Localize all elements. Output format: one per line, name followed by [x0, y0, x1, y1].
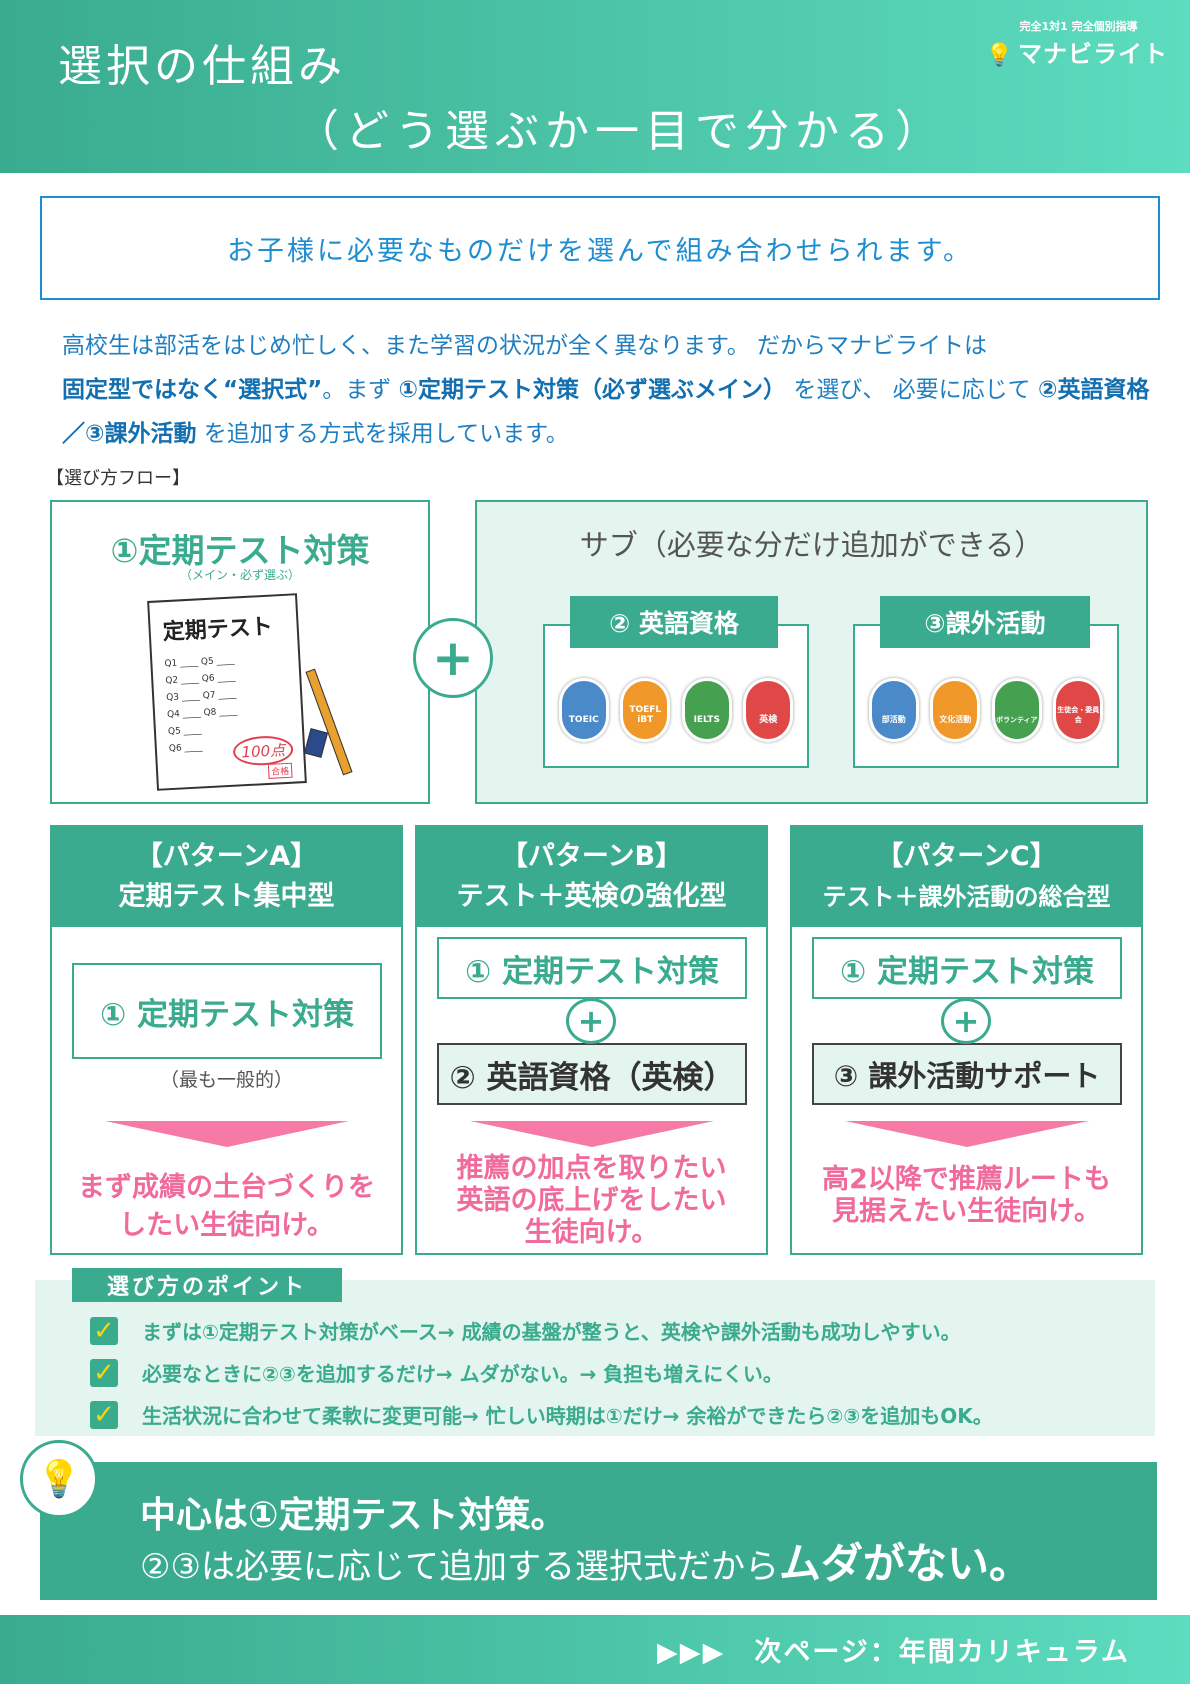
club-badge: 部活動: [868, 678, 919, 742]
down-arrow-icon: [470, 1121, 714, 1147]
target-line: 生徒向け。: [524, 1217, 659, 1248]
plus-icon: +: [413, 618, 493, 698]
course-box: ① 定期テスト対策: [812, 937, 1122, 999]
plus-icon: +: [566, 998, 616, 1044]
eiken-badge: 英検: [743, 678, 794, 742]
intro-bold: ②英語資格／③課外活動: [62, 377, 1150, 447]
page-title: 選択の仕組み: [58, 41, 346, 92]
intro-text-part: を追加する方式を採用しています。: [196, 421, 569, 447]
point-item: ✓ 必要なときに②③を追加するだけ→ ムダがない。→ 負担も増えにくい。: [90, 1358, 783, 1387]
next-page-link[interactable]: ▶▶▶ 次ページ：年間カリキュラム: [0, 1615, 1190, 1684]
plus-icon: +: [941, 998, 991, 1044]
target-line: まず成績の土台づくりを: [78, 1172, 375, 1203]
pattern-label: 【パターンB】: [500, 841, 683, 872]
main-course-subtitle: （メイン・必ず選ぶ）: [179, 568, 300, 582]
toefl-badge: TOEFL iBT: [620, 678, 671, 742]
intro-line: 高校生は部活をはじめ忙しく、また学習の状況が全く異なります。 だからマナビライト…: [62, 333, 988, 359]
course-box: ① 定期テスト対策: [72, 963, 382, 1059]
intro-text-part: 。まず: [322, 377, 399, 403]
pattern-label: 【パターンA】: [135, 841, 318, 872]
pattern-a-card: 【パターンA】定期テスト集中型 ① 定期テスト対策 （最も一般的） まず成績の土…: [50, 825, 403, 1255]
extracurricular-box: 部活動 文化活動 ボランティア 生徒会・委員会: [853, 624, 1119, 768]
student-council-badge: 生徒会・委員会: [1053, 678, 1104, 742]
target-line: 高2以降で推薦ルートも: [822, 1164, 1111, 1195]
points-section: [35, 1280, 1155, 1436]
points-title: 選び方のポイント: [72, 1268, 342, 1302]
flow-label: 【選び方フロー】: [46, 468, 190, 489]
lightbulb-icon: 💡: [985, 43, 1013, 68]
toeic-badge: TOEIC: [558, 678, 609, 742]
test-paper-illustration: 定期テスト Q1 ____ Q5 ____Q2 ____ Q6 ____Q3 _…: [147, 593, 307, 791]
sub-course-box: サブ（必要な分だけ追加ができる） TOEIC TOEFL iBT IELTS 英…: [475, 500, 1148, 804]
point-text: まずは①定期テスト対策がベース→ 成績の基盤が整うと、英検や課外活動も成功しやす…: [142, 1320, 961, 1344]
down-arrow-icon: [845, 1121, 1089, 1147]
summary-line-1: 中心は①定期テスト対策。: [140, 1495, 567, 1536]
point-item: ✓ 生活状況に合わせて柔軟に変更可能→ 忙しい時期は①だけ→ 余裕ができたら②③を…: [90, 1400, 993, 1429]
logo-tagline: 完全1対1 完全個別指導: [1019, 20, 1138, 33]
page-subtitle: （どう選ぶか一目で分かる）: [295, 106, 945, 157]
culture-badge: 文化活動: [930, 678, 981, 742]
pattern-name: テスト＋課外活動の総合型: [822, 883, 1111, 911]
pattern-name: 定期テスト集中型: [118, 881, 335, 912]
banner: お子様に必要なものだけを選んで組み合わせられます。: [40, 196, 1160, 300]
target-line: 見据えたい生徒向け。: [832, 1196, 1101, 1227]
intro-bold: 固定型ではなく“選択式”: [62, 377, 323, 403]
pattern-c-card: 【パターンC】テスト＋課外活動の総合型 ① 定期テスト対策 + ③ 課外活動サポ…: [790, 825, 1143, 1255]
illus-title: 定期テスト: [162, 614, 274, 646]
pattern-note: （最も一般的）: [159, 1069, 293, 1091]
summary-text: ②③は必要に応じて追加する選択式だから: [140, 1547, 779, 1587]
target-text: 推薦の加点を取りたい英語の底上げをしたい生徒向け。: [417, 1153, 766, 1249]
target-line: したい生徒向け。: [119, 1210, 334, 1241]
pattern-name: テスト＋英検の強化型: [456, 881, 727, 912]
pattern-label: 【パターンC】: [876, 841, 1057, 872]
summary-line-2: ②③は必要に応じて追加する選択式だからムダがない。: [140, 1530, 1031, 1591]
summary-box: 中心は①定期テスト対策。 ②③は必要に応じて追加する選択式だからムダがない。: [40, 1462, 1157, 1600]
lightbulb-icon: 💡: [20, 1440, 98, 1518]
header: 選択の仕組み （どう選ぶか一目で分かる） 完全1対1 完全個別指導 💡 マナビラ…: [0, 0, 1190, 173]
sub-course-title: サブ（必要な分だけ追加ができる）: [579, 528, 1044, 562]
main-course-box: ①定期テスト対策 （メイン・必ず選ぶ） 定期テスト Q1 ____ Q5 ___…: [50, 500, 430, 804]
pattern-header: 【パターンB】テスト＋英検の強化型: [417, 827, 766, 927]
target-text: 高2以降で推薦ルートも見据えたい生徒向け。: [792, 1164, 1141, 1228]
intro-bold: ①定期テスト対策（必ず選ぶメイン）: [398, 377, 787, 403]
target-text: まず成績の土台づくりをしたい生徒向け。: [52, 1169, 401, 1245]
checkbox-icon: ✓: [90, 1400, 118, 1429]
pencil-icon: [305, 668, 353, 776]
logo-name: マナビライト: [1018, 40, 1168, 68]
target-line: 英語の底上げをしたい: [456, 1185, 727, 1216]
summary-emphasis: ムダがない。: [778, 1539, 1031, 1588]
course-box: ② 英語資格（英検）: [437, 1043, 747, 1105]
down-arrow-icon: [105, 1121, 349, 1147]
illus-pass: 合格: [267, 762, 293, 779]
logo: 完全1対1 完全個別指導 💡 マナビライト: [986, 18, 1169, 69]
point-text: 生活状況に合わせて柔軟に変更可能→ 忙しい時期は①だけ→ 余裕ができたら②③を追…: [142, 1404, 993, 1428]
point-text: 必要なときに②③を追加するだけ→ ムダがない。→ 負担も増えにくい。: [142, 1362, 783, 1386]
extracurricular-tab: ③課外活動: [880, 596, 1090, 648]
point-item: ✓ まずは①定期テスト対策がベース→ 成績の基盤が整うと、英検や課外活動も成功しや…: [90, 1316, 961, 1345]
target-line: 推薦の加点を取りたい: [456, 1153, 727, 1184]
english-box: TOEIC TOEFL iBT IELTS 英検: [543, 624, 809, 768]
course-box: ① 定期テスト対策: [437, 937, 747, 999]
ielts-badge: IELTS: [681, 678, 732, 742]
pattern-header: 【パターンA】定期テスト集中型: [52, 827, 401, 927]
checkbox-icon: ✓: [90, 1358, 118, 1387]
intro-text: 高校生は部活をはじめ忙しく、また学習の状況が全く異なります。 だからマナビライト…: [62, 324, 1162, 456]
english-tab: ② 英語資格: [570, 596, 778, 648]
volunteer-badge: ボランティア: [991, 678, 1042, 742]
course-box: ③ 課外活動サポート: [812, 1043, 1122, 1105]
checkbox-icon: ✓: [90, 1316, 118, 1345]
main-course-title: ①定期テスト対策: [110, 531, 370, 570]
pattern-header: 【パターンC】テスト＋課外活動の総合型: [792, 827, 1141, 927]
eraser-icon: [303, 728, 329, 758]
intro-text-part: を選び、 必要に応じて: [786, 377, 1038, 403]
pattern-b-card: 【パターンB】テスト＋英検の強化型 ① 定期テスト対策 + ② 英語資格（英検）…: [415, 825, 768, 1255]
